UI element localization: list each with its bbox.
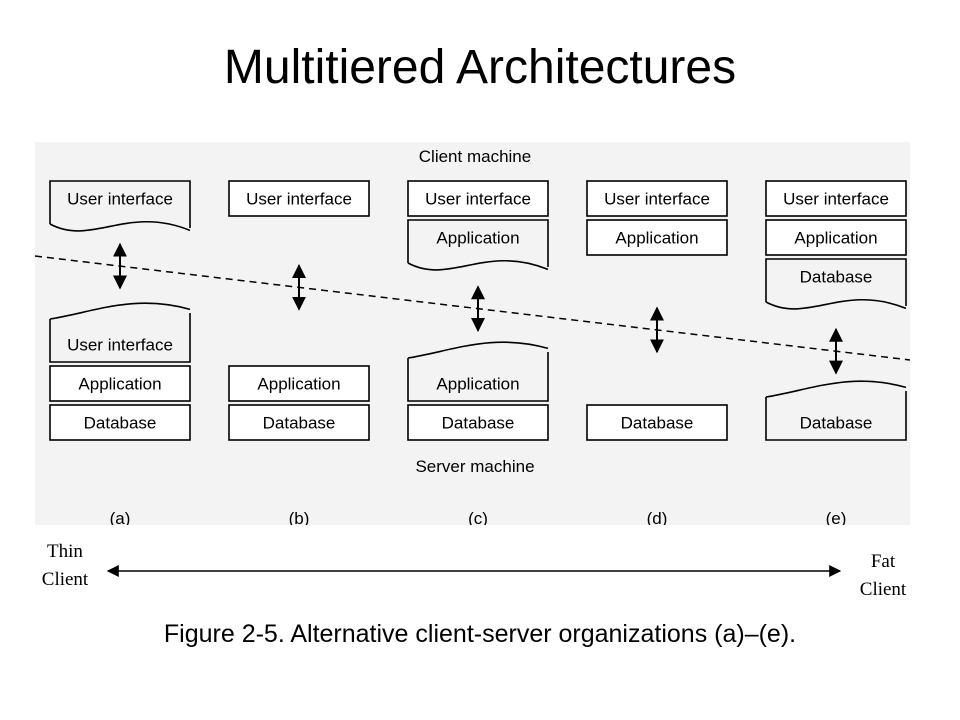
server-database-box: Database	[407, 404, 549, 441]
server-database-box: Database	[586, 404, 728, 441]
client-user-interface-box: User interface	[228, 180, 370, 217]
client-user-interface-label: User interface	[425, 190, 531, 209]
client-user-interface-label: User interface	[604, 190, 710, 209]
figure-caption: Figure 2-5. Alternative client-server or…	[163, 620, 797, 648]
client-application-label: Application	[436, 229, 519, 248]
client-user-interface-box: User interface	[586, 180, 728, 217]
fat-client-label: Fat	[870, 551, 896, 572]
client-user-interface-label: User interface	[67, 190, 173, 209]
server-application-label: Application	[436, 375, 519, 394]
server-user-interface-box: User interface	[49, 302, 191, 363]
client-user-interface-label: User interface	[783, 190, 889, 209]
client-application-box: Application	[765, 219, 907, 256]
column-label-b: (b)	[289, 509, 310, 525]
server-database-label: Database	[84, 414, 157, 433]
thin-fat-spectrum-arrow	[106, 565, 842, 577]
server-database-label: Database	[621, 414, 694, 433]
server-application-box: Application	[49, 365, 191, 402]
server-application-box: Application	[228, 365, 370, 402]
column-label-e: (e)	[826, 509, 847, 525]
server-database-label: Database	[442, 414, 515, 433]
server-application-box: Application	[407, 341, 549, 402]
server-application-label: Application	[257, 375, 340, 394]
client-machine-label: Client machine	[419, 147, 531, 166]
architecture-diagram: Client machine Server machine User inter…	[35, 142, 910, 525]
client-application-box: Application	[407, 219, 549, 271]
client-server-divider	[35, 255, 910, 361]
client-user-interface-box: User interface	[407, 180, 549, 217]
server-database-label: Database	[263, 414, 336, 433]
server-user-interface-label: User interface	[67, 336, 173, 355]
thin-client-label: Client	[41, 569, 89, 590]
thin-client-label: Thin	[47, 541, 83, 562]
column-label-c: (c)	[468, 509, 488, 525]
server-machine-label: Server machine	[415, 457, 534, 476]
server-database-box: Database	[228, 404, 370, 441]
client-user-interface-label: User interface	[246, 190, 352, 209]
client-application-label: Application	[794, 229, 877, 248]
server-database-label: Database	[800, 414, 873, 433]
client-user-interface-box: User interface	[49, 180, 191, 232]
client-database-label: Database	[800, 268, 873, 287]
column-label-a: (a)	[110, 509, 131, 525]
fat-client-label: Client	[859, 579, 907, 600]
client-database-box: Database	[765, 258, 907, 310]
server-application-label: Application	[78, 375, 161, 394]
server-database-box: Database	[765, 380, 907, 441]
server-database-box: Database	[49, 404, 191, 441]
column-label-d: (d)	[647, 509, 668, 525]
slide-title: Multitiered Architectures	[223, 41, 737, 94]
client-user-interface-box: User interface	[765, 180, 907, 217]
client-application-box: Application	[586, 219, 728, 256]
client-application-label: Application	[615, 229, 698, 248]
